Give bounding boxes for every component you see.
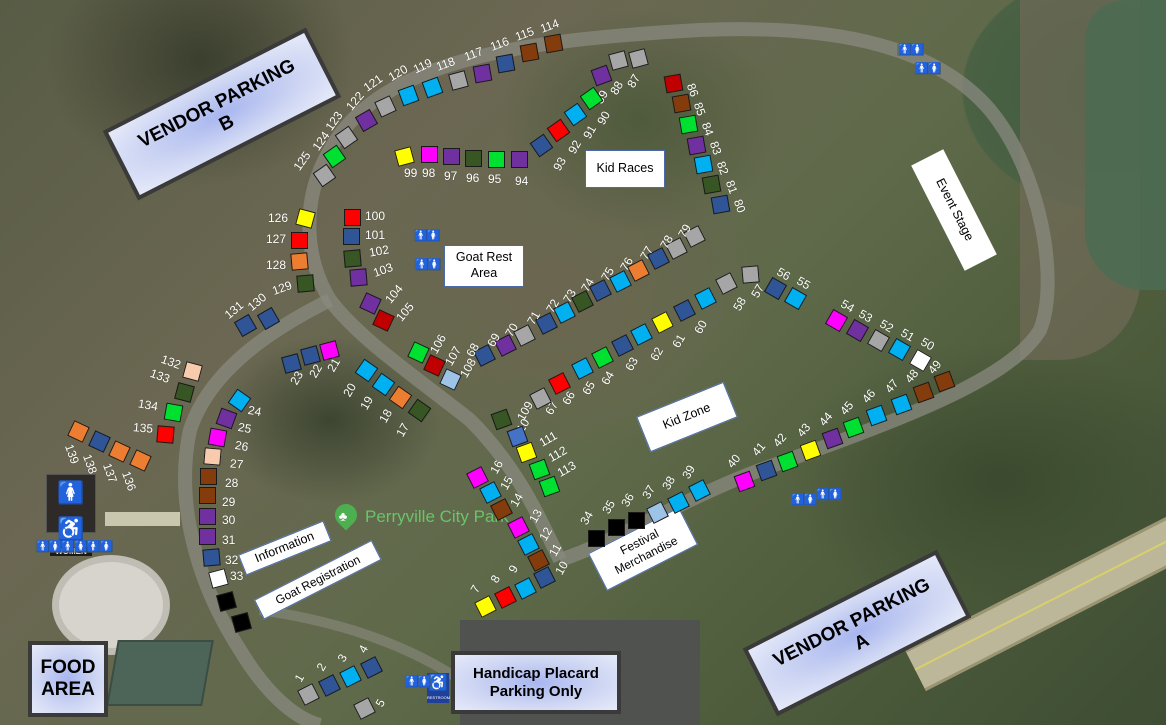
booth-84[interactable]: [678, 114, 699, 135]
booth-94[interactable]: [511, 151, 528, 168]
lake: [1085, 0, 1166, 290]
fountain: [52, 555, 170, 655]
label-line: Area: [470, 266, 498, 280]
booth-98[interactable]: [421, 146, 438, 163]
booth-83[interactable]: [686, 135, 707, 156]
booth-number: 127: [266, 232, 287, 246]
booth-number: 102: [367, 242, 391, 260]
booth-95[interactable]: [488, 151, 505, 168]
restroom-icon: 🚹🚺: [897, 44, 924, 56]
booth-number: 26: [233, 437, 250, 455]
booth-number: 96: [466, 171, 480, 185]
booth-101[interactable]: [343, 228, 360, 245]
booth-number: 24: [246, 402, 263, 420]
booth-number: 98: [422, 166, 436, 180]
booth-81[interactable]: [701, 174, 722, 195]
booth-115[interactable]: [519, 42, 540, 63]
booth-number: 94: [515, 174, 529, 188]
walkway: [105, 512, 180, 526]
booth-number: 32: [225, 553, 239, 567]
booth-135[interactable]: [156, 425, 175, 444]
booth-number: 25: [236, 419, 253, 437]
booth-number: 134: [136, 396, 160, 414]
booth-100[interactable]: [344, 209, 361, 226]
booth-number: 99: [404, 166, 418, 180]
booth-117[interactable]: [472, 63, 493, 84]
booth-number: 31: [222, 533, 236, 547]
booth-29[interactable]: [199, 487, 216, 504]
women-restroom-sign: 🚺♿ WOMEN: [46, 474, 96, 556]
booth-number: 97: [444, 169, 458, 183]
booth-number: 100: [365, 209, 386, 223]
booth-82[interactable]: [693, 154, 714, 175]
restroom-icon: 🚹🚺: [815, 489, 842, 501]
booth-114[interactable]: [543, 33, 564, 54]
booth-27[interactable]: [203, 447, 222, 466]
park-name-label[interactable]: Perryville City Park: [365, 507, 509, 526]
booth-number: 27: [229, 456, 244, 472]
booth-number: 135: [132, 420, 154, 436]
booth-number: 95: [488, 172, 502, 186]
booth-36[interactable]: [628, 512, 645, 529]
booth-102[interactable]: [343, 249, 362, 268]
booth-35[interactable]: [608, 519, 625, 536]
booth-number: 126: [268, 211, 289, 225]
label-line: Goat Rest: [455, 250, 513, 265]
accessible-restroom-icon: ♿RESTROOM: [427, 673, 451, 703]
booth-number: 29: [222, 495, 236, 509]
booth-57[interactable]: [741, 265, 760, 284]
sign-line: Handicap Placard: [473, 665, 599, 683]
booth-134[interactable]: [163, 402, 184, 423]
booth-129[interactable]: [296, 274, 315, 293]
booth-80[interactable]: [710, 194, 731, 215]
booth-97[interactable]: [443, 148, 460, 165]
booth-28[interactable]: [200, 468, 217, 485]
sign-line: FOOD: [40, 657, 96, 679]
women-accessible-icon: 🚺♿: [57, 480, 85, 541]
restroom-icon: 🚹🚺🚹🚺🚹🚺: [35, 541, 113, 553]
restroom-icon: 🚹🚺: [790, 494, 817, 506]
restroom-icon: 🚹🚺: [414, 259, 441, 271]
booth-128[interactable]: [290, 252, 309, 271]
booth-number: 128: [266, 258, 287, 272]
booth-number: 30: [222, 513, 236, 527]
restroom-icon: 🚹🚺: [914, 63, 941, 75]
booth-86[interactable]: [663, 73, 684, 94]
restroom-icon: 🚹🚺: [413, 230, 440, 242]
booth-34[interactable]: [588, 530, 605, 547]
booth-103[interactable]: [349, 268, 368, 287]
restroom-tag: RESTROOM: [427, 695, 451, 700]
kid-races-label[interactable]: Kid Races: [585, 150, 665, 188]
sign-line: Parking Only: [489, 682, 583, 700]
booth-127[interactable]: [291, 232, 308, 249]
booth-26[interactable]: [207, 427, 228, 448]
booth-32[interactable]: [202, 548, 221, 567]
booth-31[interactable]: [199, 528, 216, 545]
pavilion-roof: [106, 640, 214, 706]
booth-number: 28: [225, 476, 239, 490]
booth-number: 101: [365, 228, 386, 242]
booth-number: 33: [230, 569, 244, 583]
booth-96[interactable]: [465, 150, 482, 167]
sign-line: AREA: [41, 679, 95, 700]
booth-116[interactable]: [495, 53, 516, 74]
restroom-icon: 🚹🚺: [404, 676, 431, 688]
booth-30[interactable]: [199, 508, 216, 525]
